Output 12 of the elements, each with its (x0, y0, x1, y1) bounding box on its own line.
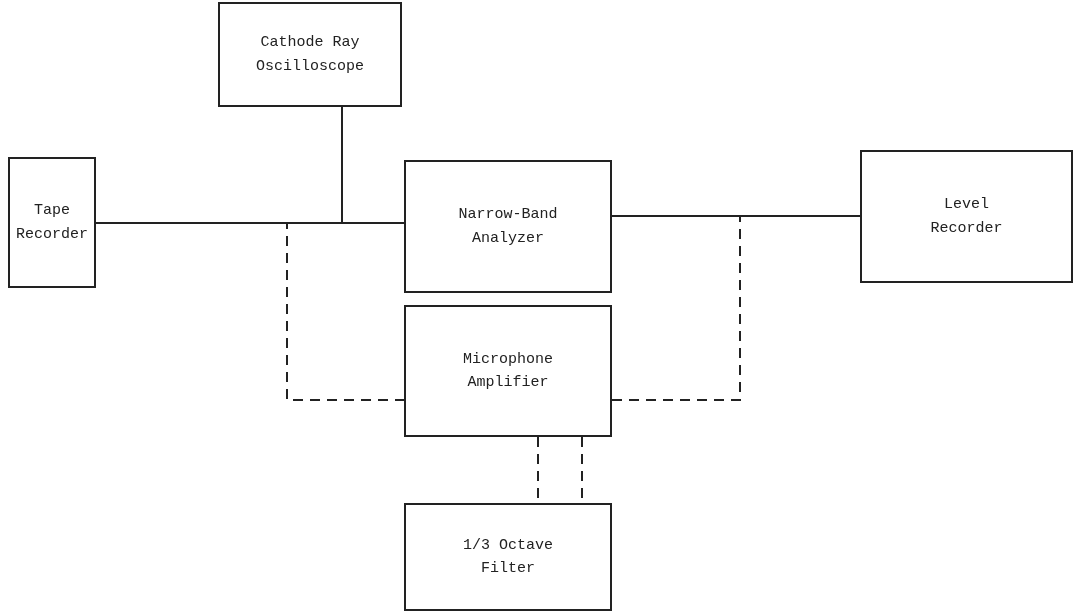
box-label: Cathode Ray Oscilloscope (255, 33, 365, 77)
component-box (404, 160, 612, 293)
box-label: Microphone Amplifier (462, 349, 554, 393)
component-box (8, 157, 96, 288)
component-box (860, 150, 1073, 283)
box-label: Tape Recorder (16, 201, 88, 245)
component-box (404, 503, 612, 611)
box-label: Narrow-Band Analyzer (457, 205, 559, 249)
component-box (404, 305, 612, 437)
component-box (218, 2, 402, 107)
box-label: Level Recorder (929, 195, 1004, 239)
box-label: 1/3 Octave Filter (462, 535, 554, 579)
